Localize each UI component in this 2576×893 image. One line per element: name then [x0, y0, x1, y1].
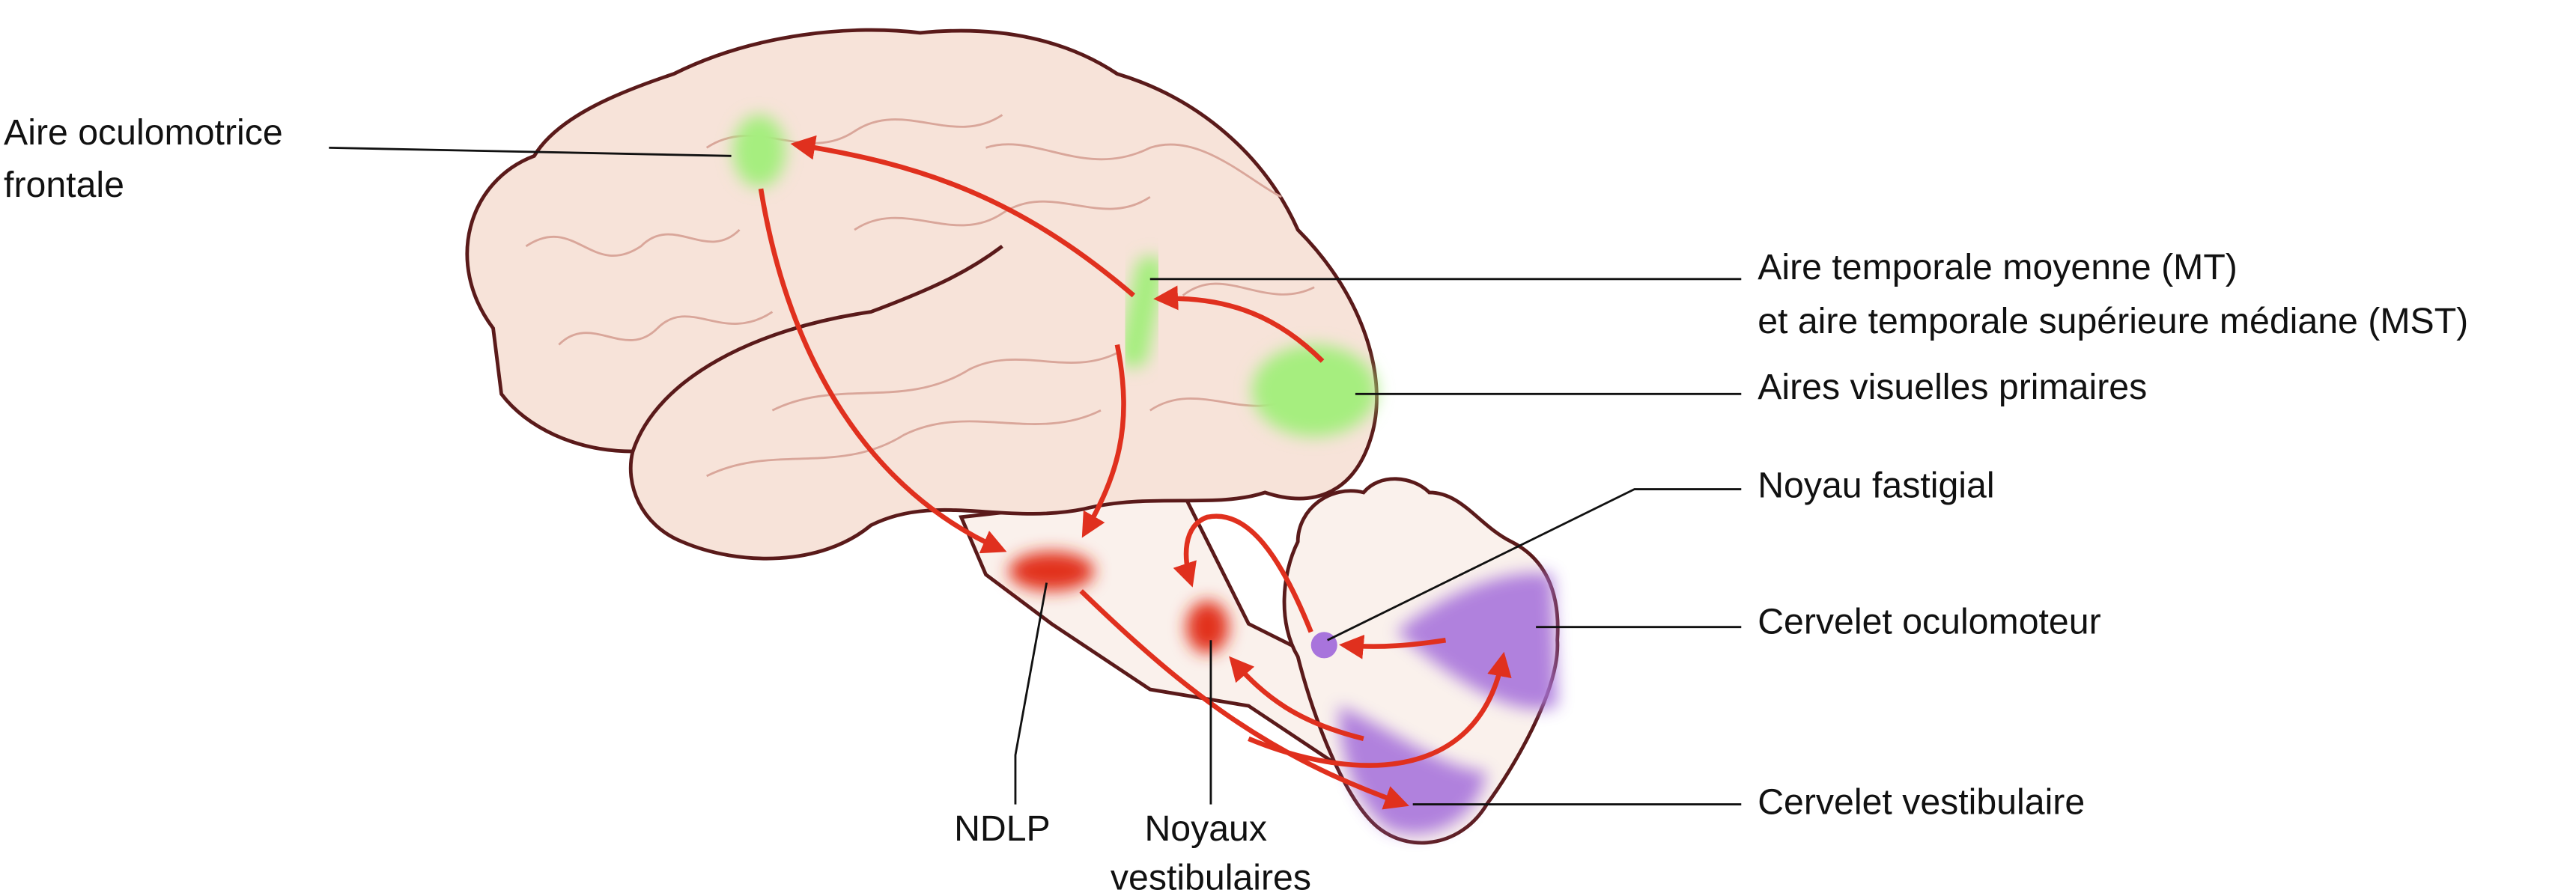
projection-arrows — [758, 135, 1512, 810]
ndlp-nucleus — [1009, 551, 1095, 591]
label-oculomotor-cerebellum: Cervelet oculomoteur — [1758, 602, 2100, 642]
frontal-eye-field-area — [732, 115, 786, 188]
temporal-lobe-outline — [631, 245, 1003, 452]
label-vestibular-nuclei: Noyaux vestibulaires — [1111, 808, 1311, 893]
label-vestibular-cerebellum: Cervelet vestibulaire — [1758, 782, 2085, 823]
label-frontal-eye-field: Aire oculomotrice frontale — [4, 112, 293, 205]
mt-mst-area — [1119, 256, 1165, 368]
leader-lines — [329, 146, 1742, 806]
primary-visual-area — [1251, 344, 1377, 437]
oculomotor-cerebellum-area — [1396, 573, 1558, 710]
vestibular-nuclei — [1186, 600, 1230, 653]
fastigial-nucleus — [1310, 632, 1337, 659]
cerebrum — [465, 28, 1379, 561]
label-fastigial: Noyau fastigial — [1758, 465, 1994, 505]
label-mt-mst: Aire temporale moyenne (MT) et aire temp… — [1758, 247, 2468, 341]
label-primary-visual: Aires visuelles primaires — [1758, 367, 2147, 407]
label-ndlp: NDLP — [954, 808, 1051, 849]
vestibular-cerebellum-area — [1338, 705, 1487, 835]
